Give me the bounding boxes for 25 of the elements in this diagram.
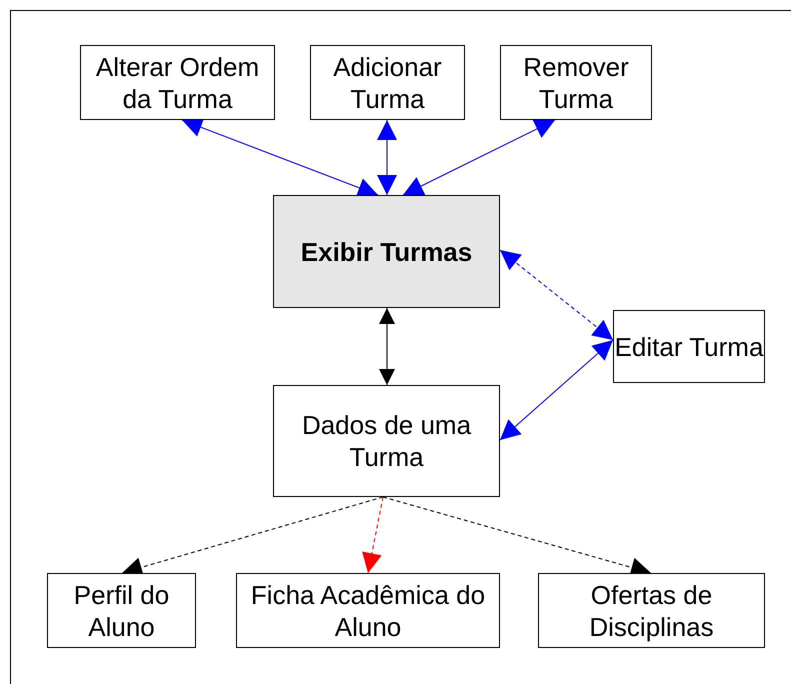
process-box	[310, 45, 465, 120]
arrow	[500, 250, 614, 340]
box-label: Dados de uma Turma	[300, 409, 472, 473]
box-label: Exibir Turmas	[300, 236, 472, 268]
box-label: Ofertas de Disciplinas	[588, 578, 715, 642]
arrow	[379, 308, 395, 386]
arrow	[377, 120, 397, 196]
process-box	[47, 573, 196, 648]
box-label: Alterar Ordem da Turma	[94, 50, 260, 114]
arrow	[500, 340, 614, 440]
process-box	[273, 385, 500, 497]
box-label: Remover Turma	[522, 50, 630, 114]
process-box	[500, 45, 652, 120]
box-label: Ficha Acadêmica do Aluno	[250, 578, 486, 642]
arrow	[362, 496, 384, 574]
arrow	[402, 120, 556, 196]
process-box	[236, 573, 500, 648]
box-label: Adicionar Turma	[332, 50, 443, 114]
process-box	[80, 45, 275, 120]
box-label: Perfil do Aluno	[72, 578, 170, 642]
box-label: Editar Turma	[614, 330, 764, 362]
process-box	[613, 310, 765, 383]
process-box	[273, 195, 500, 308]
process-box	[538, 573, 765, 648]
arrow	[182, 118, 378, 198]
